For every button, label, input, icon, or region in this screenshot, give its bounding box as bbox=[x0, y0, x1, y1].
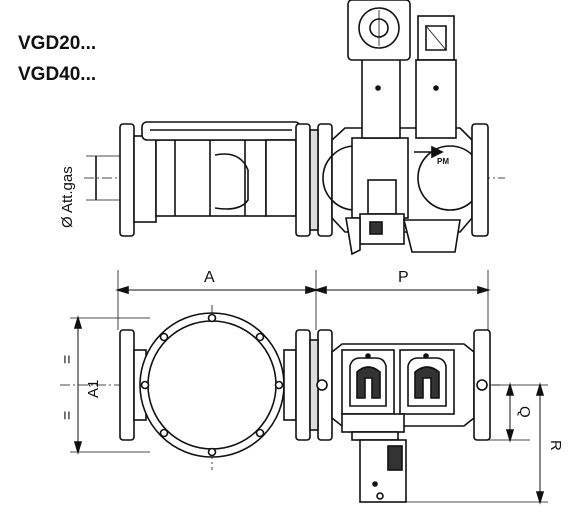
valve-bottom-connector bbox=[369, 221, 383, 235]
plan-lower-connector bbox=[387, 445, 403, 471]
plan-filter-right-collar bbox=[283, 349, 297, 421]
dim-r-arrow-bottom bbox=[535, 491, 545, 505]
mid-gasket bbox=[309, 129, 319, 231]
bolt-se bbox=[255, 428, 265, 438]
left-outer-flange bbox=[119, 123, 135, 237]
side-view: PM Ø Att.gas bbox=[59, 0, 505, 256]
dim-r-label: R bbox=[547, 440, 564, 451]
dim-p-arrow-right bbox=[477, 285, 491, 295]
plan-lower-housing bbox=[341, 413, 405, 433]
filter-body bbox=[155, 139, 267, 217]
mid-flange-b bbox=[317, 123, 333, 237]
dim-a1-arrow-bottom bbox=[73, 441, 83, 455]
filter-inner-curve bbox=[214, 153, 249, 210]
plan-left-flange bbox=[119, 329, 135, 441]
valve-bottom-right bbox=[402, 219, 461, 253]
dim-p-arrow-left bbox=[313, 285, 327, 295]
left-actuator-ring bbox=[358, 7, 400, 49]
right-actuator-dot bbox=[433, 85, 439, 91]
right-actuator-diag bbox=[425, 25, 447, 51]
plan-lower-box bbox=[359, 439, 407, 503]
plan-coil-right-clip bbox=[414, 366, 440, 399]
plan-right-bolt bbox=[476, 379, 488, 391]
dim-q-arrow-bottom bbox=[505, 429, 515, 443]
equal-mark-bottom: = bbox=[59, 411, 76, 420]
dim-a-label: A bbox=[204, 269, 215, 286]
plan-lower-dot-2 bbox=[376, 492, 384, 500]
dim-a1-arrow-top bbox=[73, 315, 83, 329]
bolt-n bbox=[207, 313, 217, 323]
filter-cover bbox=[141, 121, 301, 141]
pm-label: PM bbox=[437, 157, 449, 166]
valve-bottom-left bbox=[345, 217, 361, 256]
plan-lower-band bbox=[351, 431, 399, 441]
plan-mid-bolt bbox=[316, 379, 328, 391]
plan-coil-left-clip bbox=[356, 366, 381, 399]
plan-dot-2 bbox=[423, 353, 429, 359]
dim-a-arrow-left bbox=[115, 285, 129, 295]
dim-a1-label: A1 bbox=[85, 380, 102, 398]
att-gas-label: Ø Att.gas bbox=[59, 166, 76, 228]
right-actuator-stem bbox=[415, 59, 457, 139]
plan-lower-dot-1 bbox=[372, 481, 378, 487]
left-flange-collar bbox=[133, 135, 157, 223]
model-title-line-1: VGD20... bbox=[18, 33, 97, 54]
left-actuator-stem bbox=[361, 57, 401, 139]
right-outer-flange bbox=[471, 123, 489, 237]
plan-view: A P A1 = = bbox=[59, 269, 564, 505]
model-title-line-2: VGD40... bbox=[18, 64, 97, 85]
bolt-sw bbox=[159, 428, 169, 438]
dim-p-label: P bbox=[398, 269, 409, 286]
bolt-w bbox=[140, 380, 150, 390]
dim-q-label: Q bbox=[516, 406, 533, 418]
valve-lower-box bbox=[367, 179, 397, 215]
bolt-s bbox=[207, 447, 217, 457]
plan-mid-flange-a bbox=[295, 329, 311, 441]
dim-r-arrow-top bbox=[535, 382, 545, 396]
dim-a-arrow-right bbox=[305, 285, 319, 295]
bolt-e bbox=[274, 380, 284, 390]
filter-right-collar bbox=[265, 139, 297, 217]
plan-dot-1 bbox=[365, 353, 371, 359]
mid-flange-a bbox=[295, 123, 311, 237]
equal-mark-top: = bbox=[59, 355, 76, 364]
dim-q-arrow-top bbox=[505, 382, 515, 396]
left-actuator-dot bbox=[375, 85, 381, 91]
plan-coil-right bbox=[407, 357, 447, 407]
bolt-ne bbox=[255, 332, 265, 342]
flow-arrow-head bbox=[431, 145, 444, 159]
bolt-nw bbox=[159, 332, 169, 342]
